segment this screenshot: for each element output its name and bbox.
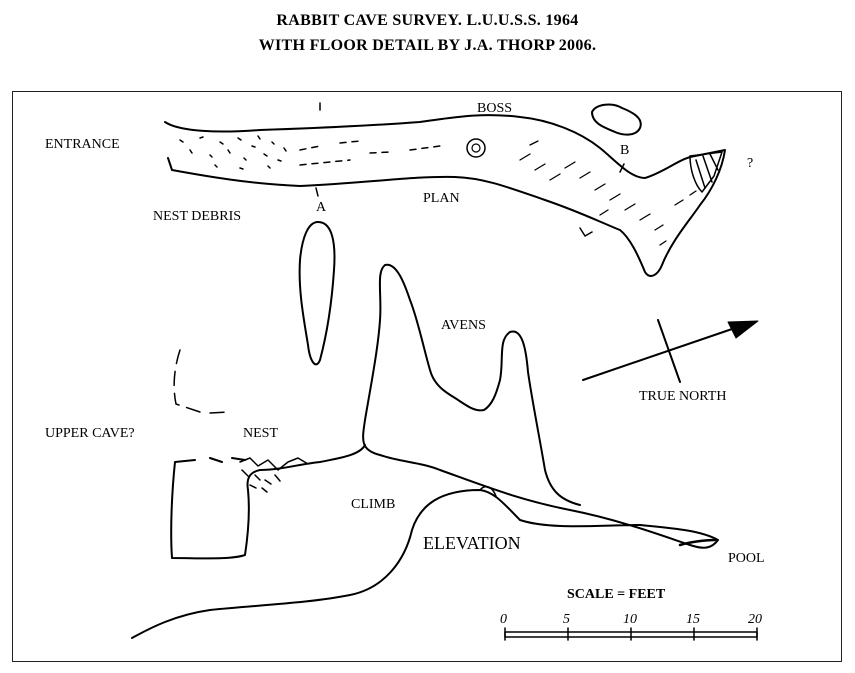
label-nest: NEST	[243, 426, 278, 441]
survey-frame	[12, 91, 842, 662]
label-boss: BOSS	[477, 101, 513, 116]
label-b: B	[620, 143, 630, 158]
scale-tick-label: 5	[563, 612, 570, 627]
label-true-north: TRUE NORTH	[639, 389, 727, 404]
label-climb: CLIMB	[351, 497, 396, 512]
north-arrow	[582, 319, 759, 383]
upper-cave-outline	[173, 349, 229, 414]
scale-tick-label: 20	[748, 612, 762, 627]
scale-tick-label: 10	[623, 612, 637, 627]
label-a: A	[316, 200, 327, 215]
scale-tick-label: 0	[500, 612, 507, 627]
label-question: ?	[747, 156, 754, 171]
title-line-1: RABBIT CAVE SURVEY. L.U.U.S.S. 1964	[276, 12, 579, 29]
label-avens: AVENS	[441, 318, 486, 333]
label-entrance: ENTRANCE	[45, 137, 120, 152]
elevation-passage	[131, 263, 719, 639]
label-elevation: ELEVATION	[423, 533, 521, 553]
label-pool: POOL	[728, 551, 765, 566]
label-nest-debris: NEST DEBRIS	[153, 209, 242, 224]
scale-tick-label: 15	[686, 612, 700, 627]
plan-chamber-a	[298, 221, 336, 366]
label-scale: SCALE = FEET	[567, 587, 666, 602]
plan-passage	[164, 102, 726, 277]
scale-bar	[504, 627, 758, 641]
label-upper-cave: UPPER CAVE?	[45, 426, 135, 441]
label-plan: PLAN	[423, 191, 460, 206]
title-line-2: WITH FLOOR DETAIL BY J.A. THORP 2006.	[258, 37, 597, 54]
